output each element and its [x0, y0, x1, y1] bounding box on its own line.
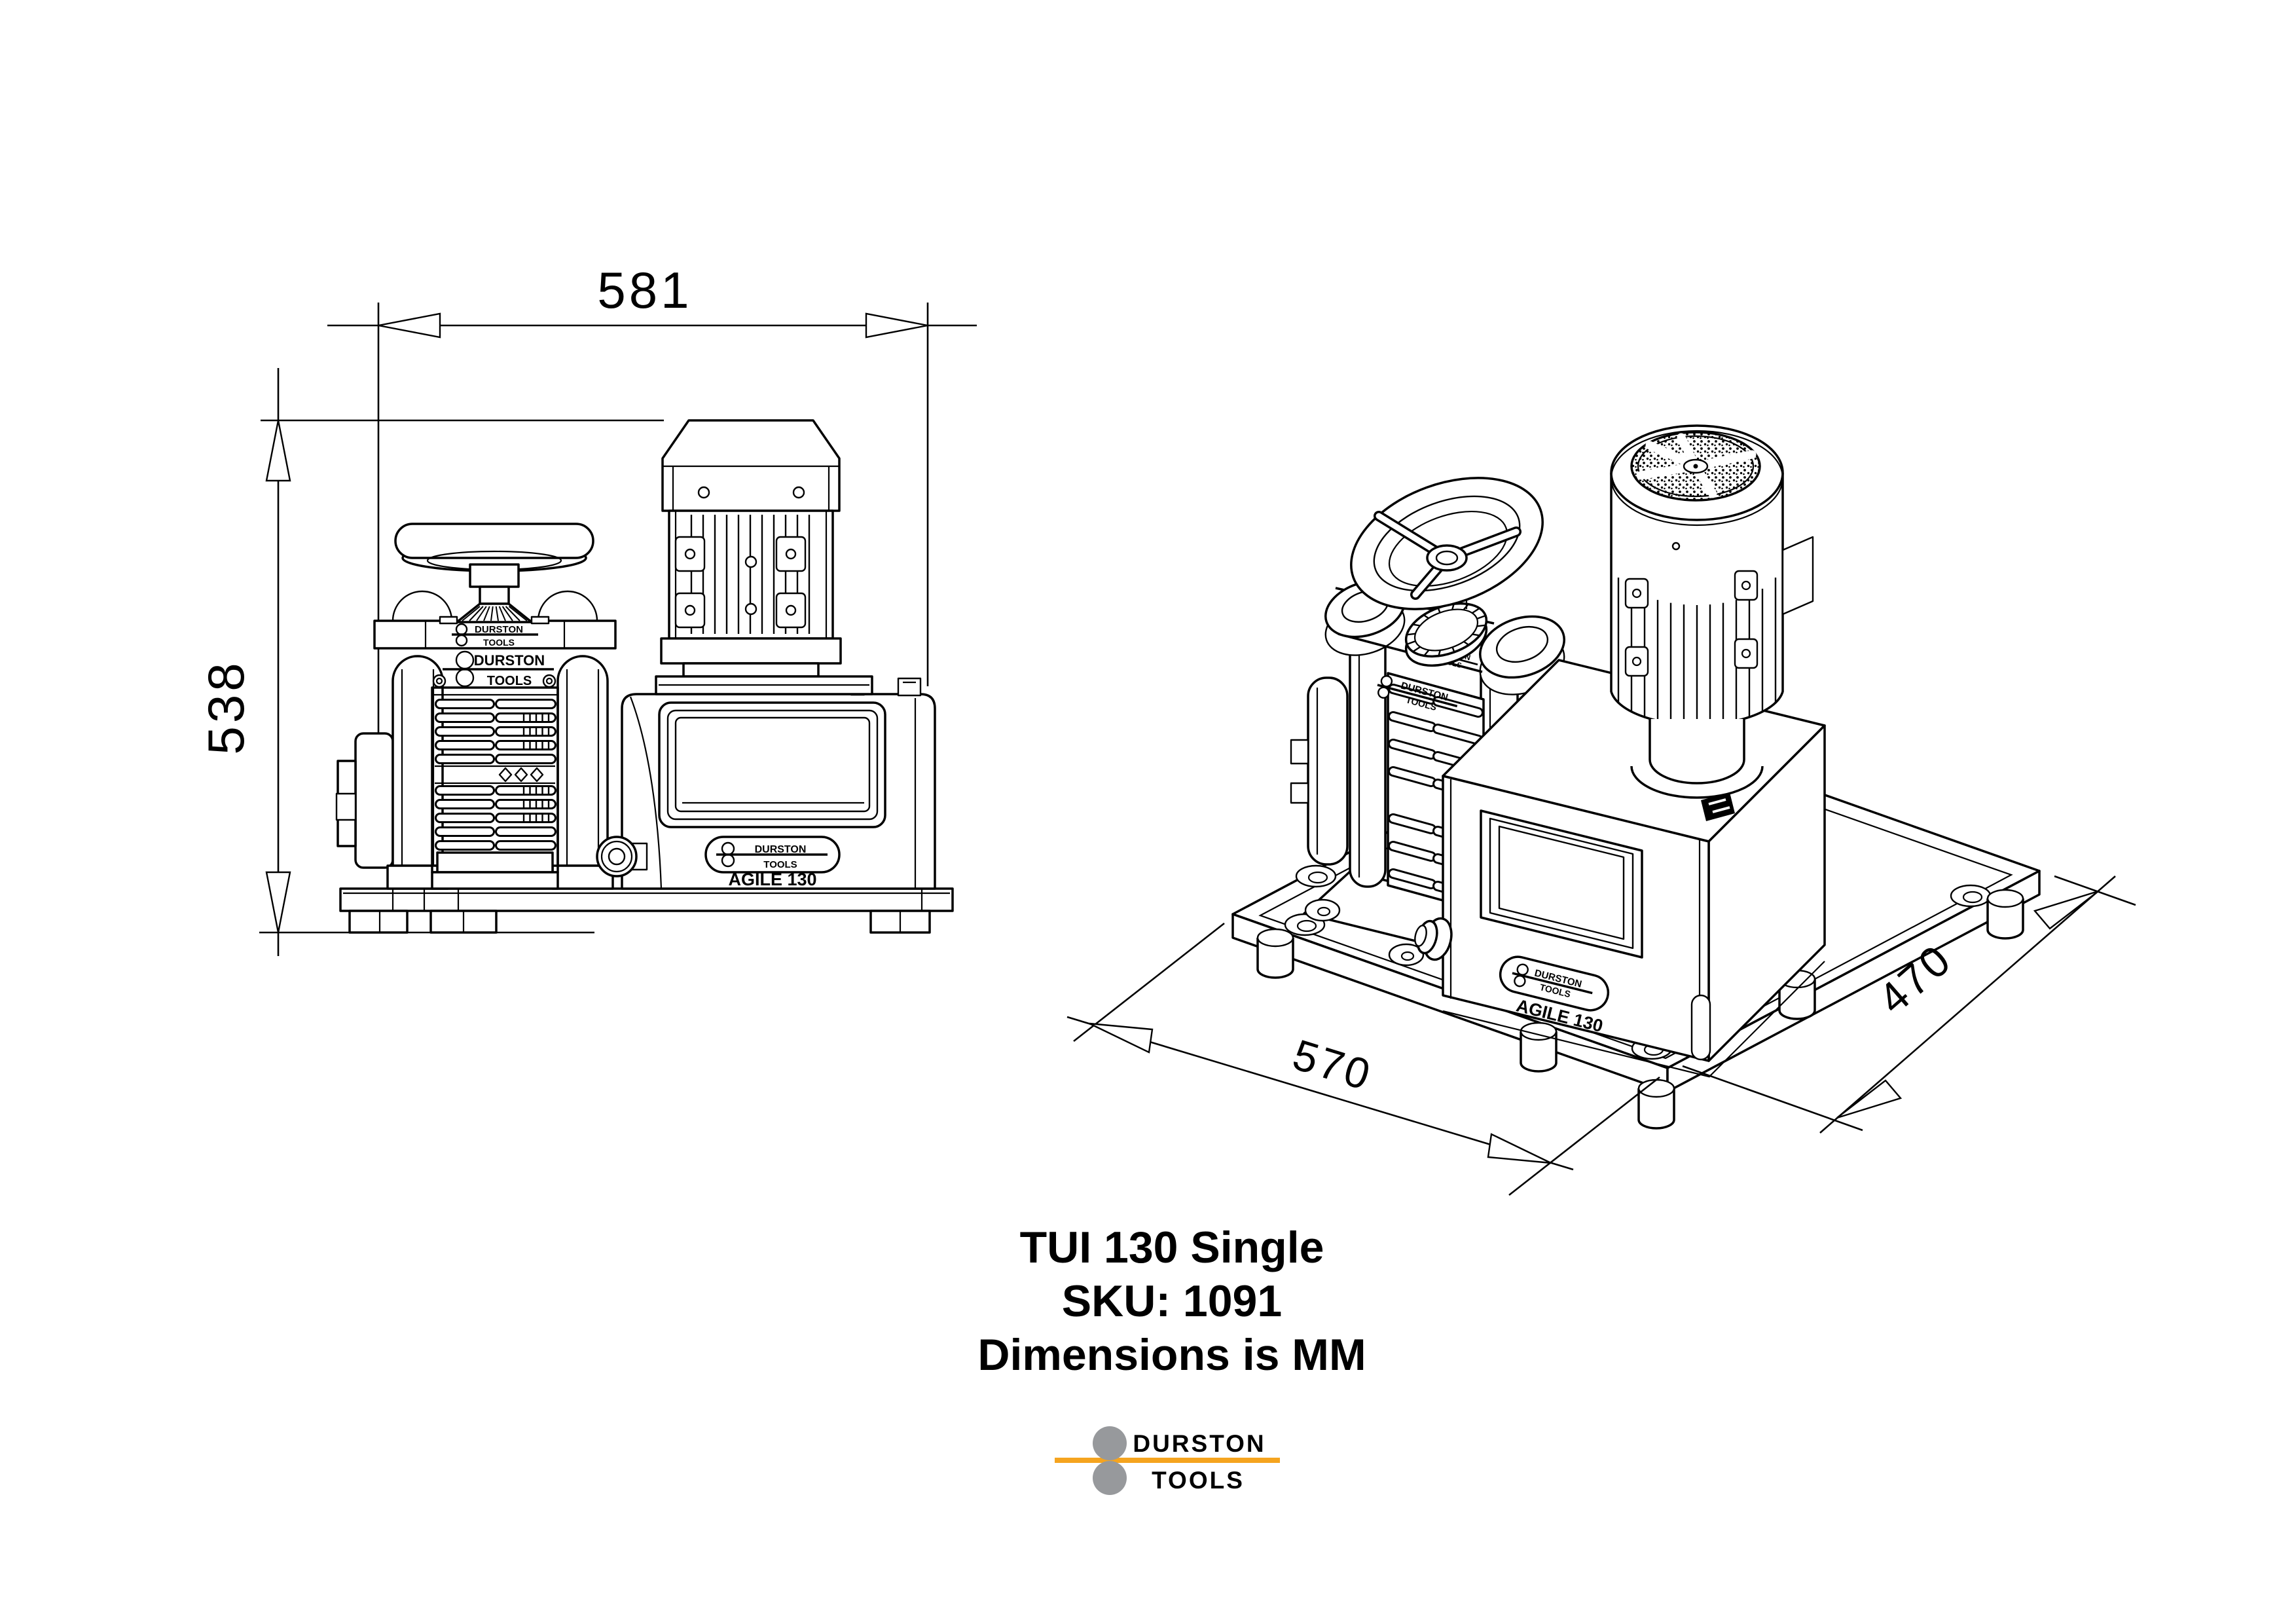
iso-handwheel: [1350, 477, 1544, 610]
motor-pad: [1624, 578, 1649, 609]
panel-screw: [542, 674, 556, 688]
logo-text-bottom: TOOLS: [1152, 1467, 1245, 1494]
roll-shaft: [354, 732, 394, 869]
sku-line: SKU: 1091: [1062, 1276, 1282, 1326]
iso-display-window: [1480, 809, 1643, 959]
roll-block-base: [431, 871, 559, 890]
arrowhead-left: [378, 312, 441, 339]
power-switch: [1701, 792, 1735, 821]
iso-feet: [1256, 889, 2024, 1130]
front-view: 581 538: [197, 261, 977, 956]
front-knob: [596, 836, 648, 877]
arrowhead: [2033, 890, 2099, 930]
arrowhead: [1089, 1022, 1154, 1054]
flange-brand-bottom: TOOLS: [483, 637, 515, 648]
motor-adapter: [1649, 719, 1745, 784]
badge-brand-bottom: TOOLS: [763, 859, 797, 870]
front-motor: [655, 419, 873, 695]
motor-pad: [1624, 646, 1649, 677]
iso-view: DURSTON TOOLS: [1066, 424, 2136, 1196]
arrowhead-up: [265, 420, 291, 482]
front-brand-badge: DURSTON TOOLS: [704, 836, 841, 874]
grille-diamond: [498, 767, 513, 783]
front-mill-stand: DURSTON TOOLS: [335, 523, 648, 890]
front-control-box: DURSTON TOOLS AGILE 130: [621, 677, 936, 890]
units-note: Dimensions is MM: [977, 1330, 1366, 1380]
badge-brand-top: DURSTON: [755, 844, 807, 855]
mill-column: [1349, 626, 1387, 888]
product-title: TUI 130 Single: [1020, 1223, 1324, 1272]
housing-brand-top: DURSTON: [474, 652, 545, 669]
dial-ticks: [462, 606, 528, 621]
flange-brand-top: DURSTON: [475, 624, 523, 635]
front-model-label: AGILE 130: [728, 870, 816, 889]
logo-bar: [1055, 1458, 1280, 1463]
panel-screw: [432, 674, 446, 688]
front-flange-brand-plate: DURSTON TOOLS: [452, 623, 538, 648]
front-handwheel: [394, 523, 594, 625]
iso-motor-fins: [1617, 577, 1777, 726]
roller-icon: [455, 623, 468, 647]
handwheel-hub: [469, 563, 520, 588]
arrowhead-right: [865, 312, 928, 339]
logo-text-top: DURSTON: [1133, 1430, 1266, 1457]
logo-roller-icon: [1093, 1426, 1127, 1495]
front-display-window: [658, 701, 886, 828]
fan-grille: [1630, 431, 1761, 502]
flange-dome: [392, 590, 453, 621]
roll-shaft-tab: [335, 792, 357, 821]
motor-adapter: [682, 662, 820, 678]
roll-block: [436, 851, 554, 874]
iso-dial: [1404, 602, 1488, 667]
mill-column-right: [556, 655, 609, 867]
grille-diamond: [530, 767, 544, 783]
roller-icon: [455, 650, 475, 688]
flange-dome: [537, 590, 598, 621]
motor-flange: [660, 637, 842, 665]
motor-bolt: [744, 555, 757, 568]
front-height-value: 538: [197, 659, 255, 754]
motor-mount-ring: [1630, 766, 1764, 799]
box-corner-trim: [1690, 994, 1711, 1061]
junction-box: [1781, 536, 1814, 616]
iso-brand-badge: DURSTON TOOLS: [1499, 955, 1610, 1012]
front-width-dimension: 581: [327, 261, 977, 753]
iso-side-knob: [1414, 917, 1453, 961]
iso-control-box: DURSTON TOOLS AGILE 130: [1414, 659, 1826, 1078]
front-height-dimension: 538: [197, 368, 664, 956]
iso-width-value: 570: [1288, 1030, 1378, 1099]
front-base-plate: [339, 887, 954, 934]
arrowhead: [1836, 1079, 1903, 1119]
roller-icon: [1514, 963, 1529, 987]
motor-pad: [1734, 570, 1758, 601]
roll-housing-side: [1307, 676, 1349, 866]
handwheel-stem: [479, 585, 510, 605]
front-connector: [897, 677, 922, 697]
iso-width-dimension: 570: [1066, 922, 1660, 1196]
grille-diamond: [514, 767, 528, 783]
iso-motor: [1610, 424, 1814, 799]
motor-pad: [1734, 638, 1758, 669]
durston-tools-logo: DURSTON TOOLS: [1055, 1426, 1280, 1495]
arrowhead-down: [265, 871, 291, 933]
motor-screw: [697, 486, 710, 499]
housing-brand-bottom: TOOLS: [487, 674, 532, 688]
grille-slots: [435, 699, 556, 851]
title-block: TUI 130 Single SKU: 1091 Dimensions is M…: [977, 1223, 1366, 1380]
roller-icon: [721, 841, 735, 868]
front-foot: [348, 910, 409, 934]
arrowhead: [1487, 1133, 1552, 1164]
motor-bolt: [744, 602, 757, 616]
front-housing-brand-plate: DURSTON TOOLS: [443, 650, 554, 688]
reduction-dial: [456, 602, 533, 623]
front-width-value: 581: [597, 261, 692, 319]
motor-screw: [792, 486, 805, 499]
